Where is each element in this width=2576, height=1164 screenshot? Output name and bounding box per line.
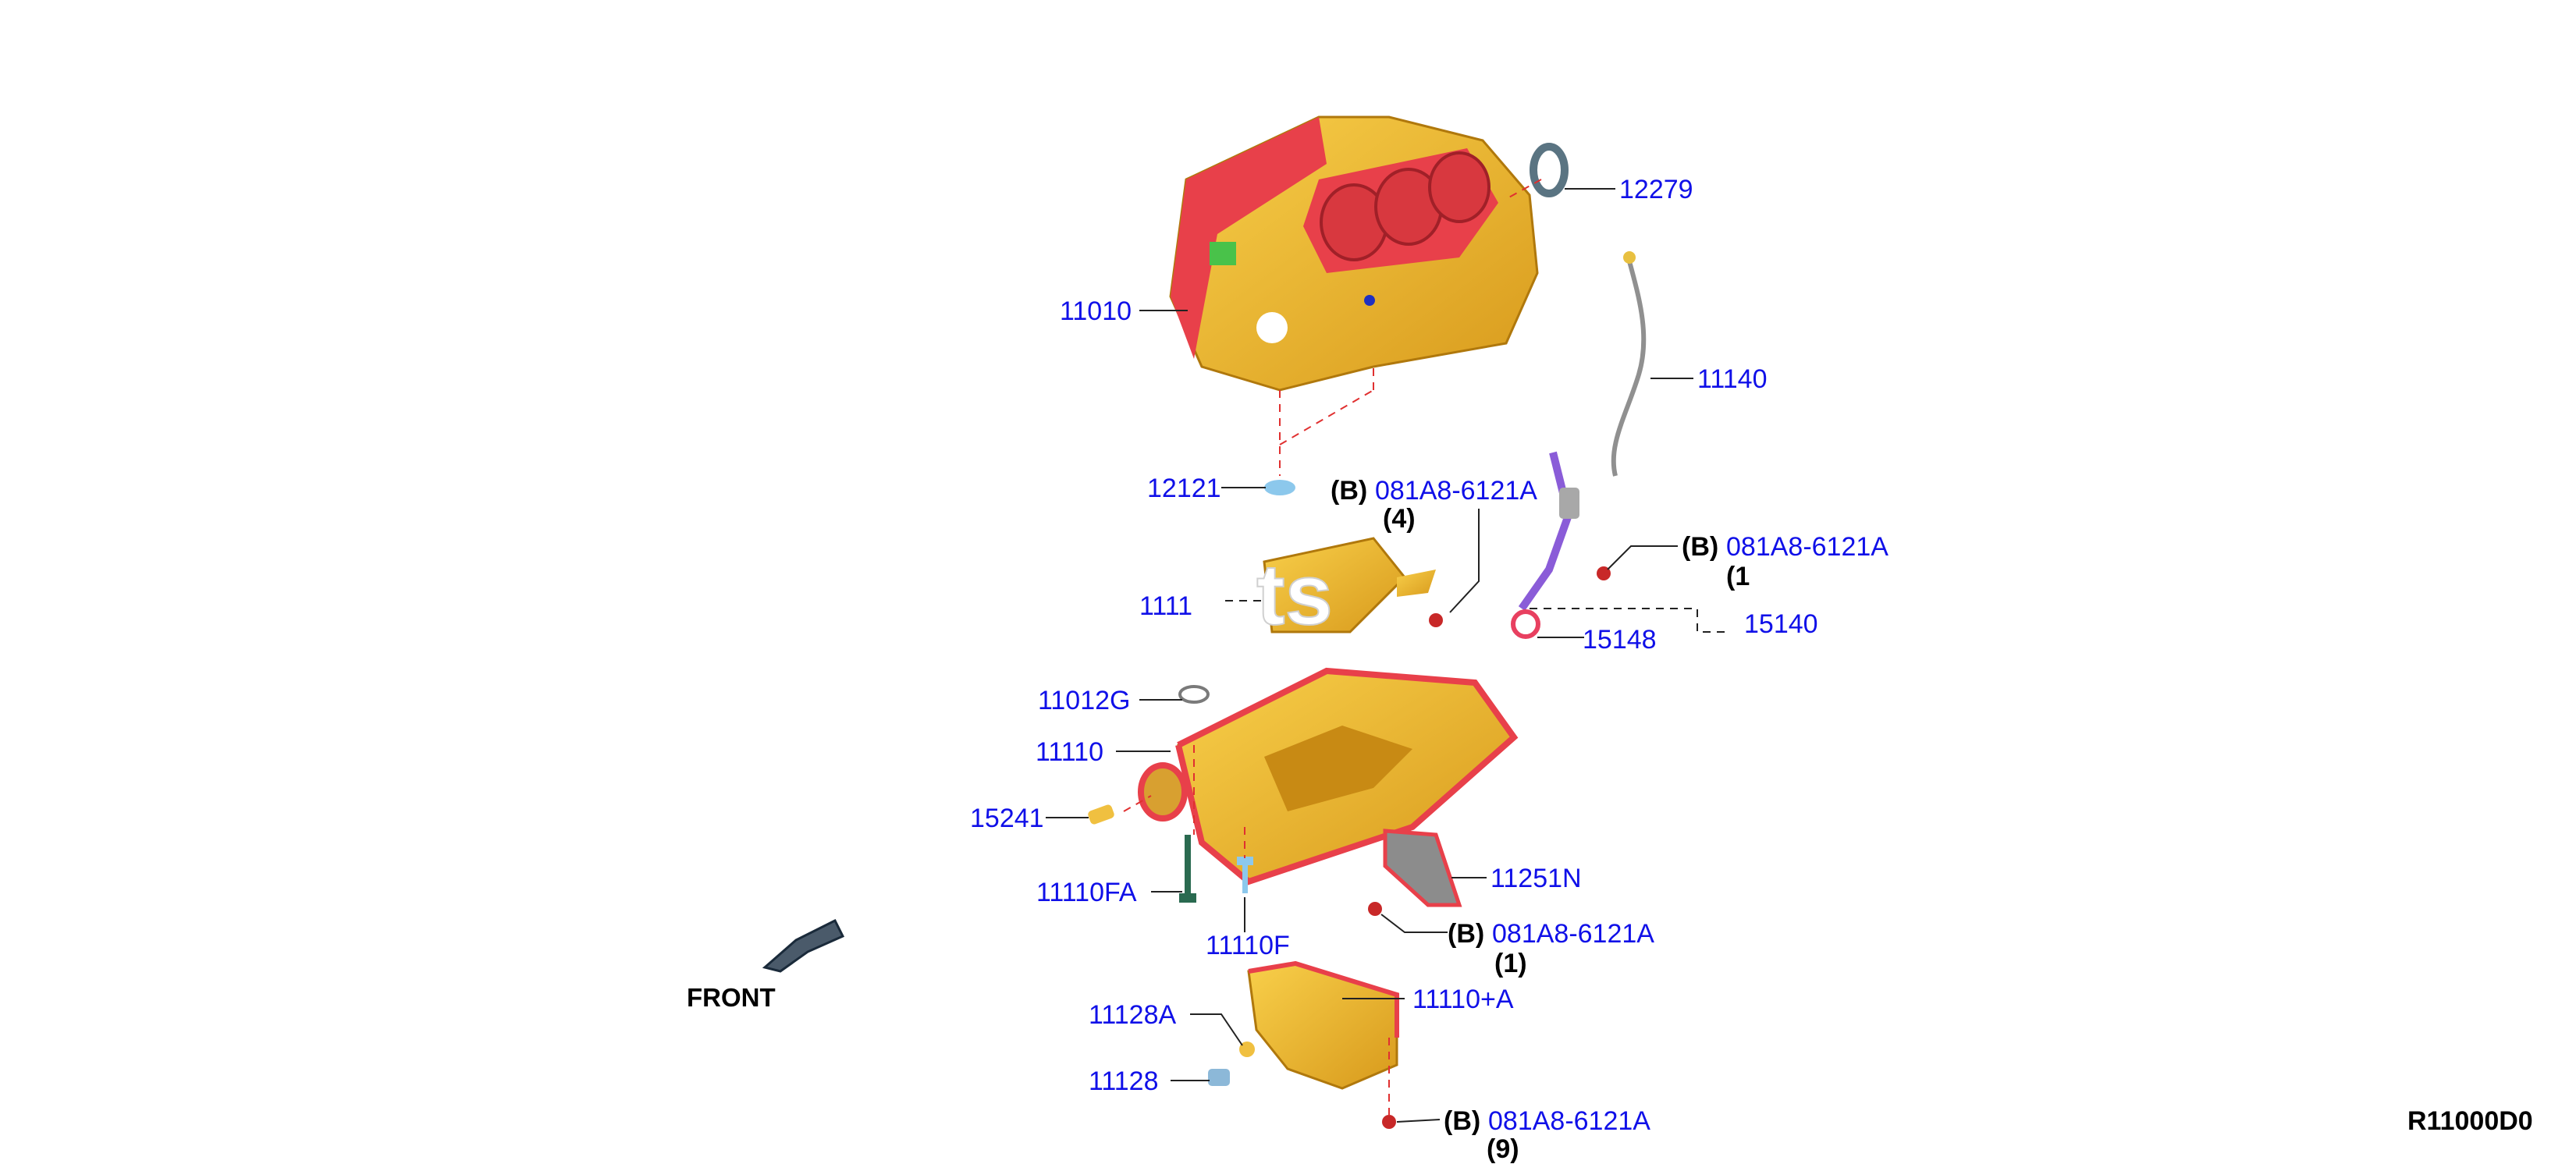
- front-label: FRONT: [687, 983, 776, 1012]
- bolt-11110f-illustration[interactable]: [1242, 862, 1248, 893]
- diagram-code: R11000D0: [2407, 1106, 2533, 1136]
- bolt-2-prefix: (B): [1682, 532, 1719, 562]
- engine-block-illustration[interactable]: [1169, 115, 1539, 392]
- callout-11128a[interactable]: 11128A: [1089, 1000, 1177, 1030]
- callout-12121[interactable]: 12121: [1147, 474, 1221, 503]
- bolt-1-qty: (4): [1383, 504, 1416, 534]
- bolt-4-qty: (9): [1487, 1134, 1519, 1164]
- callout-11251n[interactable]: 11251N: [1491, 864, 1582, 893]
- watermark-text: ts: [1256, 547, 1333, 643]
- cover-11251n-illustration[interactable]: [1383, 829, 1462, 907]
- bolt-2-qty: (1: [1726, 562, 1750, 591]
- bolt-1-number[interactable]: 081A8-6121A: [1375, 476, 1537, 506]
- bolt-1-prefix: (B): [1331, 476, 1368, 506]
- callout-12279[interactable]: 12279: [1619, 175, 1693, 204]
- sensor-15241-illustration[interactable]: [1087, 804, 1115, 825]
- front-arrow-icon: [762, 918, 845, 973]
- callout-1111[interactable]: 1111: [1139, 591, 1193, 621]
- o-ring-15148-illustration[interactable]: [1511, 609, 1540, 639]
- red-bolt-2[interactable]: [1597, 566, 1611, 580]
- callout-11110[interactable]: 11110: [1036, 737, 1103, 767]
- bolt-3-number[interactable]: 081A8-6121A: [1492, 919, 1654, 949]
- rear-seal-illustration[interactable]: [1530, 143, 1569, 197]
- dipstick-illustration[interactable]: [1611, 261, 1647, 477]
- callout-11110fa[interactable]: 11110FA: [1036, 878, 1137, 907]
- callout-11012g[interactable]: 11012G: [1038, 686, 1131, 715]
- red-bolt-4[interactable]: [1382, 1115, 1396, 1129]
- upper-oil-pan-illustration[interactable]: [1138, 667, 1519, 885]
- dipstick-tube-illustration[interactable]: [1518, 451, 1573, 611]
- o-ring-11012g-illustration[interactable]: [1178, 685, 1210, 704]
- callout-11140[interactable]: 11140: [1697, 364, 1768, 394]
- red-bolt-3[interactable]: [1368, 902, 1382, 916]
- drain-plug-11128-illustration[interactable]: [1208, 1069, 1230, 1086]
- guide-lines: [1123, 179, 1542, 1116]
- callout-15140[interactable]: 15140: [1744, 609, 1818, 639]
- baffle-plate-illustration[interactable]: [1263, 537, 1407, 633]
- callout-11110a[interactable]: 11110+A: [1412, 985, 1514, 1014]
- callout-11110f[interactable]: 11110F: [1206, 931, 1290, 960]
- bolt-11110fa-illustration[interactable]: [1185, 835, 1191, 897]
- callout-11128[interactable]: 11128: [1089, 1066, 1159, 1096]
- leader-lines: [1046, 188, 1693, 1123]
- washer-11128a-illustration[interactable]: [1239, 1042, 1255, 1057]
- bolt-3-qty: (1): [1494, 949, 1527, 978]
- bolt-2-number[interactable]: 081A8-6121A: [1726, 532, 1888, 562]
- callout-15148[interactable]: 15148: [1583, 625, 1657, 655]
- callout-15241[interactable]: 15241: [970, 804, 1044, 833]
- red-bolt-1[interactable]: [1429, 613, 1443, 627]
- callout-11010[interactable]: 11010: [1060, 296, 1132, 326]
- bolt-4-number[interactable]: 081A8-6121A: [1488, 1106, 1650, 1136]
- bolt-3-prefix: (B): [1448, 919, 1485, 949]
- drain-plug-12121-illustration[interactable]: [1264, 480, 1295, 495]
- lower-oil-pan-illustration[interactable]: [1247, 960, 1399, 1090]
- bolt-4-prefix: (B): [1444, 1106, 1481, 1136]
